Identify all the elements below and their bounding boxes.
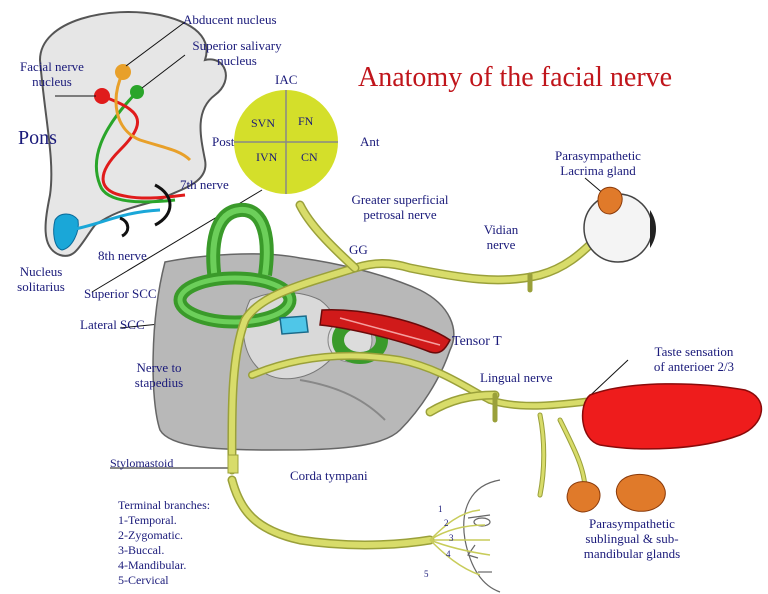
nerve-8th-label: 8th nerve bbox=[98, 248, 147, 263]
terminal-branch-item: 4-Mandibular. bbox=[118, 558, 187, 572]
nerve-to-stapedius-line-2: stapedius bbox=[134, 375, 184, 390]
greater-superficial-line-2: petrosal nerve bbox=[363, 207, 437, 222]
orange-pathway bbox=[114, 71, 192, 162]
ant-label: Ant bbox=[360, 134, 380, 149]
nerve-7th-bracket bbox=[154, 183, 172, 227]
superior-salivary-line-2: nucleus bbox=[217, 53, 257, 68]
green-pathway bbox=[94, 90, 176, 204]
branch-number: 3 bbox=[449, 533, 454, 543]
lateral-scc-label: Lateral SCC bbox=[80, 317, 145, 332]
vidian-line-1: Vidian bbox=[483, 222, 519, 237]
lingual-nerve-label: Lingual nerve bbox=[480, 370, 553, 385]
abducent-nucleus-label: Abducent nucleus bbox=[183, 12, 277, 27]
corda-tympani-label: Corda tympani bbox=[290, 468, 368, 483]
terminal-branch-item: 1-Temporal. bbox=[118, 513, 177, 527]
lacrimal-line-2: Lacrima gland bbox=[560, 163, 636, 178]
sublingual-gland-shape bbox=[566, 481, 601, 513]
glands-line-1: Parasympathetic bbox=[589, 516, 675, 531]
iac-quadrant-svn: SVN bbox=[251, 116, 276, 130]
cochlea-shape bbox=[279, 315, 309, 335]
nerve-7th-label: 7th nerve bbox=[180, 177, 229, 192]
facial-nerve-course bbox=[227, 200, 605, 550]
diagram-title: Anatomy of the facial nerve bbox=[358, 62, 673, 93]
superior-salivary-nucleus-dot bbox=[130, 85, 144, 99]
red-pathway bbox=[101, 94, 186, 200]
glands-line-3: mandibular glands bbox=[583, 546, 681, 561]
nucleus-solitarius-shape bbox=[53, 213, 79, 251]
nerve-to-stapedius-line-1: Nerve to bbox=[136, 360, 182, 375]
greater-superficial-petrosal-label: Greater superficial petrosal nerve bbox=[335, 192, 465, 222]
stylomastoid-stub bbox=[227, 454, 239, 474]
terminal-branch-lines bbox=[429, 509, 491, 576]
lacrimal-line-1: Parasympathetic bbox=[555, 148, 641, 163]
terminal-branches-list: Terminal branches: 1-Temporal. 2-Zygomat… bbox=[118, 498, 210, 588]
greater-superficial-line-1: Greater superficial bbox=[351, 192, 449, 207]
terminal-branch-item: 5-Cervical bbox=[118, 573, 169, 587]
nucleus-solitarius-line-2: solitarius bbox=[17, 279, 65, 294]
submandibular-gland-shape bbox=[616, 473, 666, 512]
facial-nerve-nucleus-dot bbox=[94, 88, 110, 104]
pons-label: Pons bbox=[18, 127, 57, 149]
glands-line-2: sublingual & sub- bbox=[585, 531, 679, 546]
nucleus-solitarius-label: Nucleus solitarius bbox=[6, 264, 76, 294]
nerve-to-stapedius-label: Nerve to stapedius bbox=[126, 360, 192, 390]
tensor-tympani-label: Tensor T bbox=[452, 334, 502, 349]
terminal-branch-item: 2-Zygomatic. bbox=[118, 528, 183, 542]
lacrimal-gland-label: Parasympathetic Lacrima gland bbox=[540, 148, 656, 178]
iac-quadrant-cn: CN bbox=[301, 150, 318, 164]
tensor-tympani-shape bbox=[319, 309, 451, 354]
superior-salivary-line-1: Superior salivary bbox=[192, 38, 282, 53]
taste-sensation-label: Taste sensation of anterioer 2/3 bbox=[632, 344, 756, 374]
lacrimal-gland-shape bbox=[597, 186, 623, 215]
vidian-line-2: nerve bbox=[486, 237, 516, 252]
iac-disc bbox=[234, 90, 338, 194]
terminal-branches-heading: Terminal branches: bbox=[118, 498, 211, 512]
facial-nerve-nucleus-line-1: Facial nerve bbox=[20, 59, 84, 74]
tongue-shape bbox=[581, 383, 763, 450]
vidian-nerve-label: Vidian nerve bbox=[478, 222, 524, 252]
branch-number: 2 bbox=[444, 518, 449, 528]
iac-quadrant-ivn: IVN bbox=[256, 150, 278, 164]
stylomastoid-label: Stylomastoid bbox=[110, 456, 174, 470]
branch-number: 4 bbox=[446, 549, 451, 559]
nucleus-solitarius-line-1: Nucleus bbox=[19, 264, 63, 279]
iac-label: IAC bbox=[275, 72, 298, 87]
taste-line-2: of anterioer 2/3 bbox=[653, 359, 735, 374]
nerve-8th-bracket bbox=[119, 216, 130, 238]
abducent-nucleus-dot bbox=[115, 64, 131, 80]
taste-line-1: Taste sensation bbox=[654, 344, 734, 359]
parasympathetic-glands-label: Parasympathetic sublingual & sub- mandib… bbox=[572, 516, 692, 561]
superior-salivary-label: Superior salivary nucleus bbox=[183, 38, 291, 68]
post-label: Post bbox=[212, 134, 235, 149]
branch-number: 5 bbox=[424, 569, 429, 579]
facial-nerve-nucleus-label: Facial nerve nucleus bbox=[12, 59, 92, 89]
superior-scc-label: Superior SCC bbox=[84, 286, 157, 301]
blue-pathway bbox=[69, 208, 161, 232]
iac-quadrant-fn: FN bbox=[298, 114, 314, 128]
face-sketch bbox=[463, 479, 501, 593]
facial-nerve-nucleus-line-2: nucleus bbox=[32, 74, 72, 89]
terminal-branch-item: 3-Buccal. bbox=[118, 543, 165, 557]
branch-number: 1 bbox=[438, 504, 443, 514]
gg-label: GG bbox=[349, 242, 368, 257]
semicircular-canals bbox=[173, 203, 388, 364]
